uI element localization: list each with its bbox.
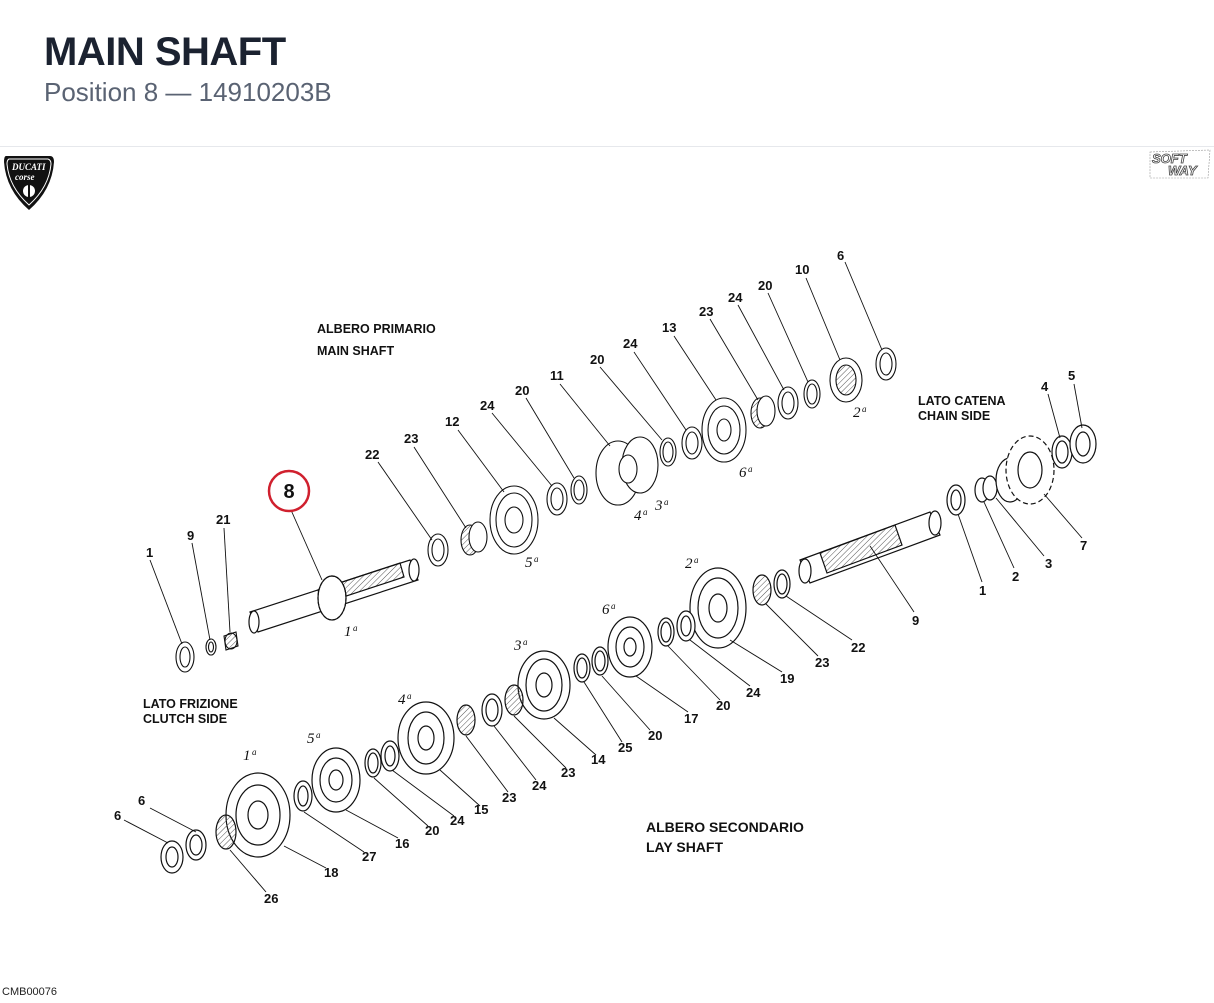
svg-text:SOFT: SOFT	[1152, 151, 1188, 166]
svg-text:3: 3	[1045, 556, 1052, 571]
main-shaft-caption-it: ALBERO PRIMARIO	[317, 322, 436, 336]
svg-text:2: 2	[853, 405, 861, 421]
svg-text:27: 27	[362, 849, 376, 864]
svg-text:24: 24	[728, 290, 743, 305]
svg-text:4: 4	[1041, 379, 1049, 394]
svg-text:21: 21	[216, 512, 230, 527]
svg-text:15: 15	[474, 802, 488, 817]
main-shaft-caption-en: MAIN SHAFT	[317, 344, 394, 358]
svg-text:20: 20	[648, 728, 662, 743]
svg-text:19: 19	[780, 671, 794, 686]
svg-text:a: a	[862, 404, 867, 414]
svg-text:5: 5	[525, 555, 533, 571]
svg-text:14: 14	[591, 752, 606, 767]
svg-text:1: 1	[979, 583, 986, 598]
svg-text:a: a	[748, 464, 753, 474]
svg-text:24: 24	[746, 685, 761, 700]
svg-text:23: 23	[404, 431, 418, 446]
drawing-code: CMB00076	[2, 986, 58, 998]
svg-text:23: 23	[502, 790, 516, 805]
clutch-side-caption-en: CLUTCH SIDE	[143, 712, 227, 726]
position-8-marker[interactable]: 8	[267, 469, 311, 513]
svg-text:6: 6	[138, 793, 145, 808]
page-header: MAIN SHAFT Position 8 — 14910203B	[44, 28, 332, 108]
svg-text:WAY: WAY	[1168, 163, 1198, 178]
page-subtitle: Position 8 — 14910203B	[44, 77, 332, 107]
svg-text:a: a	[523, 637, 528, 647]
svg-text:1: 1	[243, 748, 251, 764]
svg-text:10: 10	[795, 262, 809, 277]
chain-side-caption-en: CHAIN SIDE	[918, 409, 990, 423]
svg-text:a: a	[353, 623, 358, 633]
svg-text:2: 2	[685, 556, 693, 572]
svg-text:25: 25	[618, 740, 632, 755]
svg-text:4: 4	[634, 508, 642, 524]
svg-text:22: 22	[365, 447, 379, 462]
svg-text:9: 9	[912, 613, 919, 628]
svg-text:9: 9	[187, 528, 194, 543]
svg-text:5: 5	[1068, 368, 1075, 383]
svg-text:corse: corse	[15, 172, 35, 182]
svg-text:a: a	[694, 555, 699, 565]
lay-shaft-callouts: 19 24 20 17 20 25 14 23 24 23 15 24 20 1…	[114, 671, 794, 906]
svg-text:a: a	[316, 730, 321, 740]
svg-text:23: 23	[699, 304, 713, 319]
ducati-corse-logo: DUCATI corse	[4, 156, 54, 210]
svg-text:23: 23	[561, 765, 575, 780]
svg-text:16: 16	[395, 836, 409, 851]
svg-text:24: 24	[480, 398, 495, 413]
leader-lines	[123, 261, 1083, 893]
svg-text:20: 20	[716, 698, 730, 713]
svg-text:11: 11	[550, 368, 564, 383]
svg-text:18: 18	[324, 865, 338, 880]
svg-text:24: 24	[532, 778, 547, 793]
svg-text:12: 12	[445, 414, 459, 429]
page-title: MAIN SHAFT	[44, 30, 286, 74]
chain-side-caption-it: LATO CATENA	[918, 394, 1006, 408]
svg-text:20: 20	[590, 352, 604, 367]
svg-text:4: 4	[398, 692, 406, 708]
svg-text:a: a	[664, 497, 669, 507]
svg-text:17: 17	[684, 711, 698, 726]
clutch-side-caption-it: LATO FRIZIONE	[143, 697, 238, 711]
main-shaft-callouts: 1 9 21 22 23 12 24 20 11 20 24 13 23 24 …	[146, 248, 1087, 670]
svg-text:a: a	[407, 691, 412, 701]
svg-text:1: 1	[344, 624, 352, 640]
svg-text:a: a	[643, 507, 648, 517]
svg-text:6: 6	[114, 808, 121, 823]
svg-text:24: 24	[450, 813, 465, 828]
header-divider	[0, 146, 1214, 147]
svg-text:26: 26	[264, 891, 278, 906]
svg-text:DUCATI: DUCATI	[11, 162, 46, 172]
softway-logo: SOFT WAY	[1149, 149, 1211, 178]
svg-text:22: 22	[851, 640, 865, 655]
svg-text:3: 3	[513, 638, 522, 654]
svg-text:2: 2	[1012, 569, 1019, 584]
main-shaft-part[interactable]	[248, 558, 420, 634]
svg-text:8: 8	[283, 481, 294, 503]
svg-text:a: a	[252, 747, 257, 757]
svg-text:6: 6	[602, 602, 610, 618]
svg-text:23: 23	[815, 655, 829, 670]
svg-text:a: a	[611, 601, 616, 611]
svg-text:3: 3	[654, 498, 663, 514]
svg-text:20: 20	[515, 383, 529, 398]
svg-text:20: 20	[425, 823, 439, 838]
svg-text:24: 24	[623, 336, 638, 351]
svg-text:7: 7	[1080, 538, 1087, 553]
svg-text:20: 20	[758, 278, 772, 293]
svg-text:a: a	[534, 554, 539, 564]
svg-text:6: 6	[739, 465, 747, 481]
svg-text:6: 6	[837, 248, 844, 263]
svg-text:13: 13	[662, 320, 676, 335]
lay-shaft-caption-it: ALBERO SECONDARIO	[646, 819, 804, 835]
svg-text:1: 1	[146, 545, 153, 560]
svg-text:5: 5	[307, 731, 315, 747]
lay-shaft-caption-en: LAY SHAFT	[646, 839, 723, 855]
